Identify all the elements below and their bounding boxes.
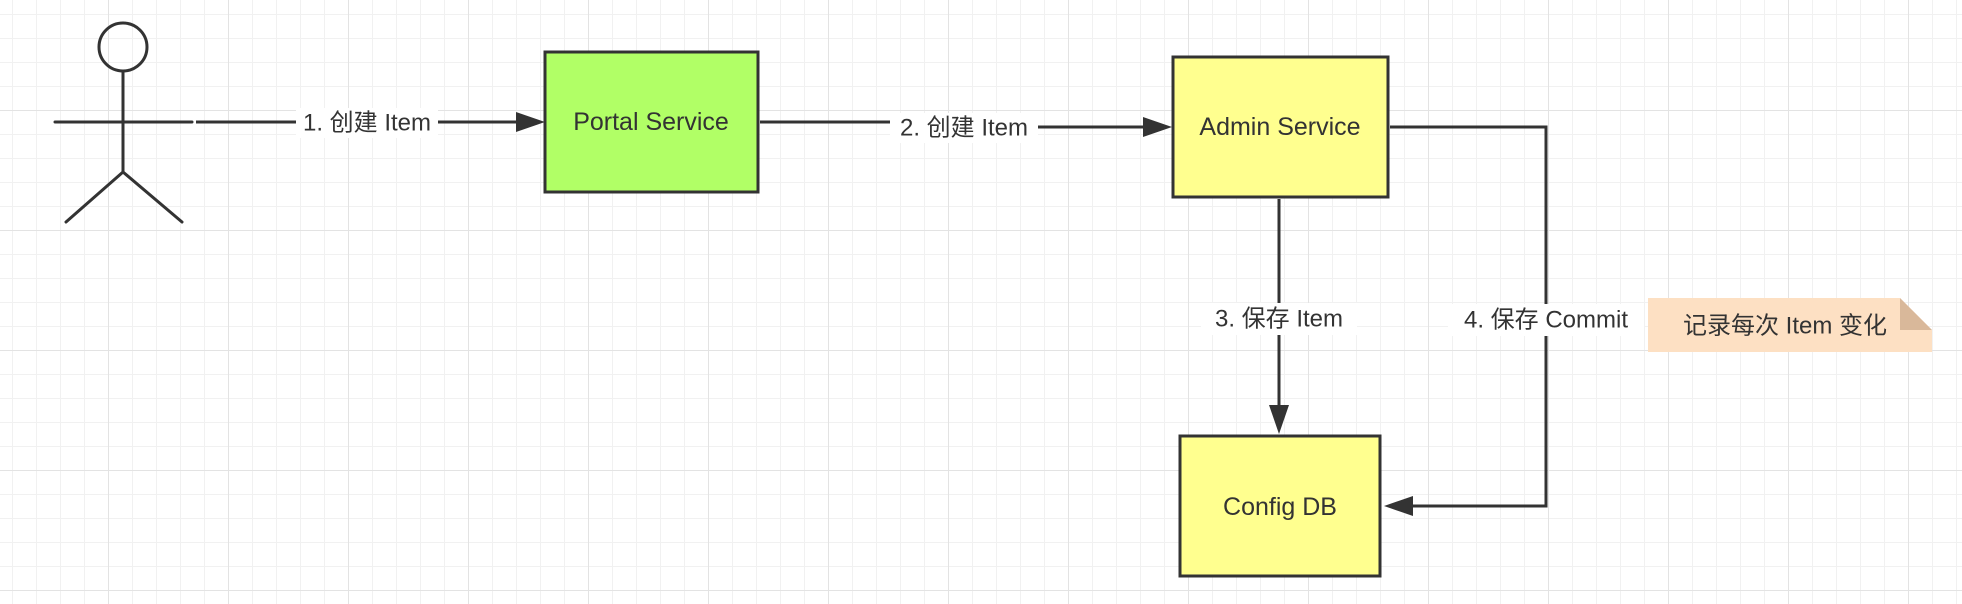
node-label: Config DB [1223, 493, 1337, 521]
note-item-changes[interactable]: 记录每次 Item 变化 [1648, 298, 1932, 352]
edge-label-bg [1201, 303, 1357, 335]
arrowhead [1384, 496, 1413, 516]
actor-right-leg [121, 170, 184, 224]
node-config-db[interactable]: Config DB [1178, 434, 1382, 578]
arrowhead [1269, 405, 1289, 434]
node-portal-service[interactable]: Portal Service [543, 50, 760, 194]
arrowhead [1143, 117, 1172, 137]
node-label: Portal Service [573, 108, 729, 136]
node-box [1178, 434, 1382, 578]
arrowhead [516, 112, 545, 132]
note-body [1648, 298, 1932, 352]
edge-create-item-2[interactable]: 2. 创建 Item [760, 113, 1172, 143]
node-label: Admin Service [1199, 113, 1360, 141]
node-box [543, 50, 760, 194]
edge-label: 4. 保存 Commit [1464, 307, 1628, 334]
node-box [1171, 55, 1390, 199]
edge-save-commit[interactable]: 4. 保存 Commit [1384, 125, 1644, 516]
edge-label: 1. 创建 Item [303, 110, 431, 137]
actor-left-leg [64, 170, 125, 224]
edge-label-bg [1448, 304, 1644, 336]
note-label: 记录每次 Item 变化 [1683, 313, 1887, 340]
edge-label: 3. 保存 Item [1215, 306, 1343, 333]
edge-label: 2. 创建 Item [900, 115, 1028, 142]
edge-save-item[interactable]: 3. 保存 Item [1201, 199, 1357, 434]
edge-label-bg [296, 108, 438, 138]
note-fold [1900, 298, 1932, 330]
edge-label-bg [890, 113, 1038, 143]
actor-head [97, 21, 149, 73]
edge-create-item-1[interactable]: 1. 创建 Item [196, 108, 545, 138]
node-admin-service[interactable]: Admin Service [1171, 55, 1390, 199]
actor-figure[interactable] [53, 21, 194, 224]
